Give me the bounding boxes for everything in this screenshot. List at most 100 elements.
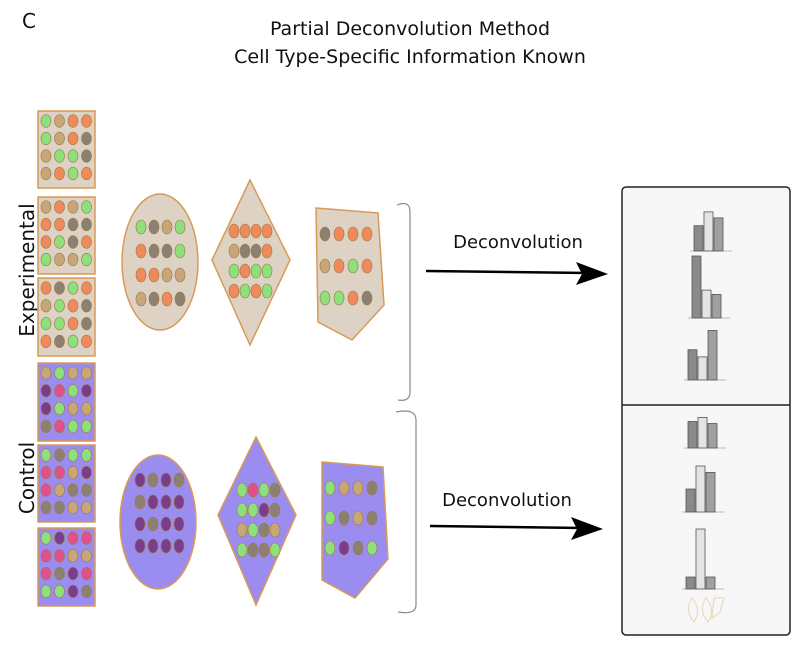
result-bar <box>695 465 706 513</box>
cell <box>135 219 147 235</box>
cell <box>40 334 52 348</box>
cell <box>247 502 259 518</box>
results-panel <box>621 186 791 636</box>
control-shape-cells <box>134 472 378 558</box>
cell <box>54 299 65 313</box>
cell <box>258 502 270 518</box>
cell <box>361 258 373 274</box>
cell <box>319 258 331 274</box>
cell <box>54 217 65 232</box>
cell <box>147 538 159 554</box>
result-bar <box>711 294 722 319</box>
cell <box>239 243 251 259</box>
cell <box>67 549 79 563</box>
cell <box>134 472 146 488</box>
cell <box>67 483 79 497</box>
experimental-diamond-sample <box>211 178 291 347</box>
cell <box>333 258 345 274</box>
cell <box>236 522 248 538</box>
cell <box>258 542 270 558</box>
result-bar <box>697 416 708 449</box>
cell <box>174 219 186 235</box>
cell <box>173 472 185 488</box>
result-chart <box>688 255 730 319</box>
cell <box>228 263 240 279</box>
cell <box>67 334 79 348</box>
cell <box>148 291 160 307</box>
cell <box>161 219 173 235</box>
cell <box>54 384 65 398</box>
cell <box>67 235 79 249</box>
cell <box>319 290 331 306</box>
cell <box>148 243 160 259</box>
cell <box>54 500 65 515</box>
cell <box>347 290 359 306</box>
cell <box>67 465 79 480</box>
cell <box>347 258 359 274</box>
cell <box>258 522 270 538</box>
cell <box>319 226 331 242</box>
cell <box>67 217 79 232</box>
result-chart <box>682 528 724 590</box>
cell <box>67 531 79 545</box>
cell <box>148 219 160 235</box>
cell <box>40 531 52 545</box>
experimental-deconvolution-label: Deconvolution <box>453 232 583 253</box>
cell <box>40 401 52 416</box>
experimental-oval-sample <box>121 193 199 331</box>
result-bar <box>705 472 716 513</box>
cell <box>81 500 92 515</box>
cell <box>67 366 79 380</box>
cell <box>160 494 172 510</box>
cell <box>352 540 364 556</box>
cell <box>361 226 373 242</box>
cell <box>81 448 92 462</box>
cell <box>67 114 79 128</box>
cell <box>333 226 345 242</box>
cell <box>67 566 79 581</box>
cell <box>81 419 92 433</box>
result-bar-charts <box>682 211 732 590</box>
cell <box>135 291 147 307</box>
cell <box>338 480 350 496</box>
control-arrow-shaft <box>429 524 584 530</box>
cell <box>81 316 92 331</box>
cell <box>67 500 79 515</box>
cell <box>81 584 92 598</box>
experimental-arrow-shaft <box>425 269 589 275</box>
cell <box>40 235 52 249</box>
result-bar <box>701 289 712 319</box>
cell <box>81 465 92 480</box>
cell <box>269 482 281 498</box>
cell <box>261 223 273 239</box>
cell <box>161 291 173 307</box>
cell <box>54 366 65 380</box>
cell <box>54 549 65 563</box>
cell <box>338 510 350 526</box>
cell <box>81 166 92 181</box>
cell <box>160 516 172 532</box>
cell <box>81 549 92 563</box>
result-bar <box>703 211 714 252</box>
cell <box>333 290 345 306</box>
cell <box>258 482 270 498</box>
cell <box>81 483 92 497</box>
cell <box>54 566 65 581</box>
cell <box>324 540 336 556</box>
result-bar <box>685 576 696 590</box>
result-bar <box>705 576 716 590</box>
cell <box>81 131 92 146</box>
cell <box>361 290 373 306</box>
cell <box>40 217 52 232</box>
cell <box>135 267 147 283</box>
cell <box>239 223 251 239</box>
cell <box>173 494 185 510</box>
cell <box>269 502 281 518</box>
cell <box>40 384 52 398</box>
cell <box>134 538 146 554</box>
cell <box>247 482 259 498</box>
cell <box>54 531 65 545</box>
cell <box>54 316 65 331</box>
cell <box>67 149 79 163</box>
panel-letter: C <box>22 9 36 33</box>
